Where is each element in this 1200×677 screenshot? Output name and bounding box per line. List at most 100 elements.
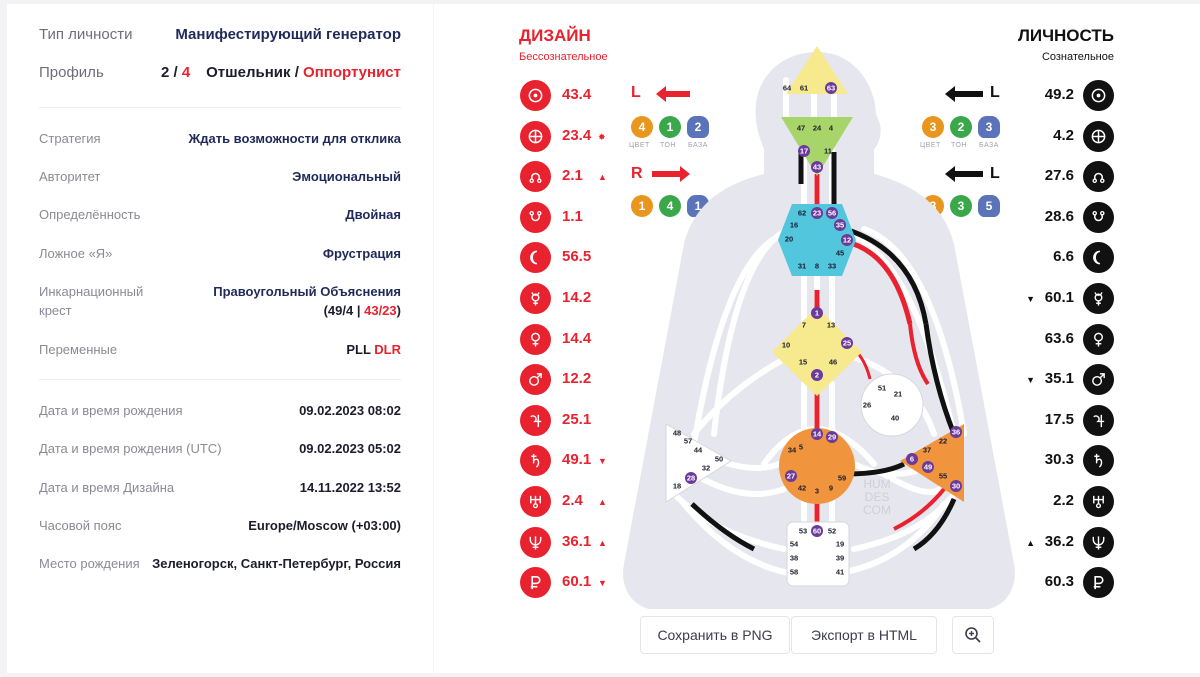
gate-number: 20 (785, 235, 793, 244)
variable-caption: ТОН (951, 142, 967, 149)
planet-value: 27.6 (1044, 167, 1074, 185)
variable-badge: 4 (659, 195, 681, 217)
variable-caption: БАЗА (979, 142, 999, 149)
timezone-row: Часовой пояс Europe/Moscow (+03:00) (39, 516, 401, 535)
gate-number: 47 (797, 124, 805, 133)
gate-number: 10 (782, 341, 790, 350)
personality-variable-top-letter: L (990, 84, 1000, 101)
profile-label: Профиль (39, 64, 104, 81)
south-node-icon (1083, 201, 1114, 233)
gate-active-dot (811, 207, 823, 219)
planet-mark: ▼ (1026, 294, 1035, 304)
uranus-icon (1083, 486, 1114, 517)
variable-badge: 3 (950, 195, 972, 217)
variable-badge: 3 (978, 116, 1000, 138)
cross-value: Правоугольный Объяснения(49/4 | 43/23) (213, 284, 401, 318)
place-row: Место рождения Зеленогорск, Санкт-Петерб… (39, 554, 401, 573)
channel-30-41-b (912, 498, 957, 552)
design-subtitle: Бессознательное (519, 51, 608, 63)
planet-value: 35.1 (1044, 370, 1074, 388)
type-label: Тип личности (39, 26, 133, 43)
gate-active-dot (950, 426, 962, 438)
gate-number: 63 (827, 84, 835, 93)
gate-number: 18 (673, 482, 681, 491)
saturn-icon (520, 445, 551, 477)
planet-value: 28.6 (1044, 207, 1074, 225)
earth-icon (1083, 120, 1114, 152)
venus-icon (520, 323, 551, 355)
gate-active-dot (811, 525, 823, 537)
head-center (786, 46, 848, 94)
planet-value: 60.1 (562, 573, 592, 591)
birth-utc-label: Дата и время рождения (UTC) (39, 441, 222, 456)
planet-value: 43.4 (562, 86, 592, 103)
planet-value: 63.6 (1044, 329, 1074, 347)
gate-number: 13 (827, 321, 835, 330)
gate-number: 60 (813, 527, 821, 536)
gate-number: 43 (813, 163, 821, 172)
variable-badge: 4 (631, 116, 653, 138)
gate-number: 21 (894, 390, 902, 399)
variable-badge: 2 (950, 116, 972, 138)
channel-18-58 (690, 502, 756, 552)
gate-number: 4 (829, 124, 834, 133)
timezone-label: Часовой пояс (39, 518, 122, 533)
gate-active-dot (826, 207, 838, 219)
planet-value: 1.1 (562, 207, 583, 225)
channel-30-41-a (893, 487, 946, 531)
gate-number: 15 (799, 358, 807, 367)
planet-value: 56.5 (562, 248, 592, 266)
personality-arrow-left-head (945, 86, 955, 102)
ajna-center (781, 117, 853, 176)
spleen-center (665, 423, 732, 503)
export-html-button[interactable]: Экспорт в HTML (791, 616, 937, 654)
design-time-row: Дата и время Дизайна 14.11.2022 13:52 (39, 478, 401, 497)
gate-number: 9 (829, 484, 833, 493)
zoom-in-button[interactable] (952, 616, 994, 654)
save-png-button[interactable]: Сохранить в PNG (640, 616, 790, 654)
gate-number: 53 (799, 527, 807, 536)
planet-mark: ✸ (598, 131, 606, 142)
definition-value: Двойная (345, 207, 401, 222)
variable-caption: ЦВЕТ (920, 142, 941, 149)
gate-active-dot (950, 480, 962, 492)
north-node-icon (520, 161, 551, 193)
gate-number: 36 (952, 428, 960, 437)
gate-number: 34 (788, 446, 797, 455)
type-value: Манифестирующий генератор (175, 26, 401, 43)
planet-value: 60.1 (1044, 289, 1074, 306)
divider (39, 379, 401, 380)
gate-number: 27 (787, 472, 795, 481)
gate-active-dot (811, 307, 823, 319)
variable-caption: ЦВЕТ (629, 142, 650, 149)
ego-center (860, 373, 924, 437)
gate-active-dot (811, 161, 823, 173)
planet-mark: ▼ (598, 578, 607, 589)
gate-active-dot (841, 337, 853, 349)
gate-number: 57 (684, 437, 692, 446)
earth-icon (520, 120, 551, 152)
gate-active-dot (922, 461, 934, 473)
gate-number: 17 (800, 147, 808, 156)
gate-number: 24 (813, 124, 822, 133)
channel-path (691, 471, 787, 497)
place-label: Место рождения (39, 556, 140, 571)
personality-arrow-left-2-head (945, 166, 955, 182)
variable-badge: 2 (687, 116, 709, 138)
planet-mark: ▲ (598, 497, 607, 507)
mercury-icon (1083, 283, 1114, 314)
strategy-label: Стратегия (39, 131, 101, 146)
birth-utc-value: 09.02.2023 05:02 (299, 441, 401, 456)
gate-number: 59 (838, 474, 846, 483)
mars-icon (520, 364, 551, 396)
zoom-in-icon (965, 627, 981, 643)
gate-number: 5 (799, 443, 803, 452)
gate-number: 44 (694, 446, 703, 455)
gate-number: 31 (798, 262, 806, 271)
authority-row: Авторитет Эмоциональный (39, 167, 401, 186)
jupiter-icon (520, 404, 551, 436)
gate-number: 1 (815, 309, 819, 318)
gate-active-dot (811, 369, 823, 381)
